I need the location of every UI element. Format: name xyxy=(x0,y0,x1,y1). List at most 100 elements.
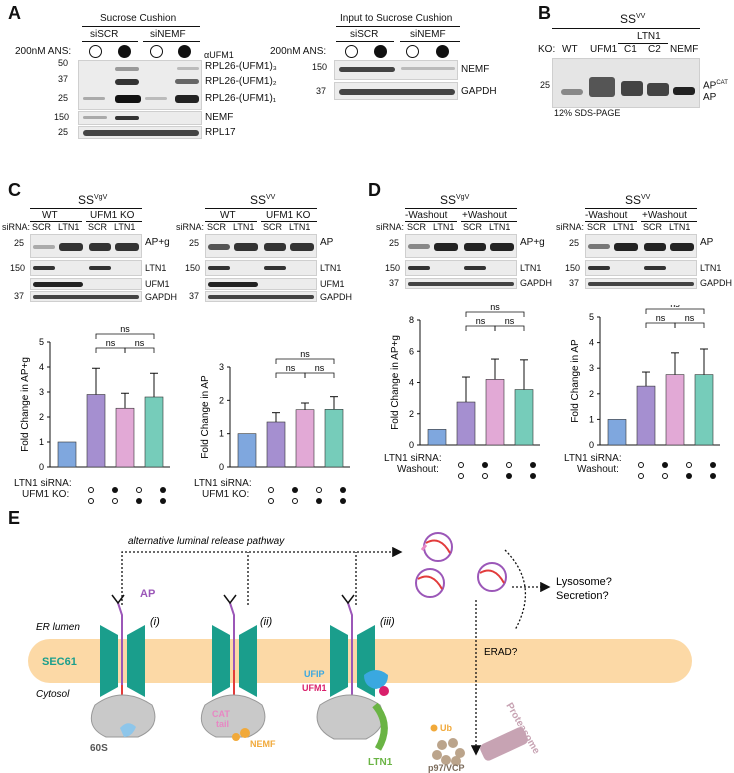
condition-label: LTN1 siRNA: xyxy=(194,478,252,489)
ans-plus xyxy=(436,45,449,58)
band-label: GAPDH xyxy=(145,292,178,302)
blot-ap xyxy=(585,234,697,258)
bar xyxy=(607,419,627,446)
band-label: GAPDH xyxy=(320,292,353,302)
group-label: WT xyxy=(42,210,58,221)
bar xyxy=(636,385,656,446)
significance-label: ns xyxy=(656,313,666,323)
blot-ap xyxy=(205,234,317,258)
panel-c-right-title: SSVV xyxy=(250,193,276,207)
lane-label: LTN1 xyxy=(233,222,255,232)
mw-label: 150 xyxy=(54,112,70,122)
bar xyxy=(694,374,714,446)
ltn1-label: LTN1 xyxy=(637,31,661,42)
y-tick-label: 0 xyxy=(219,462,224,472)
ans-plus xyxy=(118,45,131,58)
y-tick-label: 2 xyxy=(409,409,414,419)
band-label: AP+g xyxy=(145,237,170,248)
significance-label: ns xyxy=(670,305,680,309)
bar xyxy=(237,433,257,468)
ub-label: Ub xyxy=(440,723,452,733)
significance-bracket xyxy=(645,308,705,314)
fate-label: Lysosome? xyxy=(556,576,612,588)
blot-ufm1 xyxy=(30,278,142,290)
mw-label: 25 xyxy=(569,238,580,248)
mw-label: 150 xyxy=(312,62,328,72)
mw-label: 37 xyxy=(389,278,400,288)
panel-b-title: SSVV xyxy=(620,12,646,26)
significance-label: ns xyxy=(286,363,296,373)
panel-a-letter: A xyxy=(8,3,21,23)
significance-label: ns xyxy=(315,363,325,373)
condition-label: UFM1 KO: xyxy=(202,489,250,500)
erad-label: ERAD? xyxy=(484,647,518,658)
y-tick-label: 3 xyxy=(589,363,594,373)
band-label: AP xyxy=(700,237,714,248)
sirna-label: siRNA: xyxy=(376,222,405,232)
band-label: UFM1 xyxy=(145,279,170,289)
panel-c-letter: C xyxy=(8,180,21,200)
blot-gapdh xyxy=(205,291,317,302)
sec61-channel xyxy=(100,625,145,697)
sirna-label: siRNA: xyxy=(556,222,585,232)
significance-label: ns xyxy=(490,305,500,312)
mw-label: 37 xyxy=(58,74,69,84)
y-tick-label: 1 xyxy=(219,429,224,439)
stage-label: (ii) xyxy=(260,616,273,628)
blot-gapdh-input xyxy=(334,82,458,100)
blot-ltn1 xyxy=(405,260,517,276)
condition-dots xyxy=(458,455,536,473)
mw-label: 25 xyxy=(540,80,551,90)
y-tick-label: 4 xyxy=(589,338,594,348)
antibody-label: αUFM1 xyxy=(204,50,234,60)
panel-e-letter: E xyxy=(8,508,21,528)
lane-label: SCR xyxy=(643,222,663,232)
band-label: AP xyxy=(320,237,334,248)
sirna-label: siNEMF xyxy=(150,29,186,40)
mw-label: 25 xyxy=(389,238,400,248)
condition-label: UFM1 KO: xyxy=(22,489,70,500)
band-label: LTN1 xyxy=(145,263,167,273)
p97-label: p97/VCP xyxy=(428,763,465,773)
band-label: NEMF xyxy=(205,112,234,123)
blot-nemf-input xyxy=(334,60,458,80)
y-axis-label: Fold Change in AP+g xyxy=(20,357,31,452)
panel-d-left-title: SSVgV xyxy=(440,193,470,207)
y-tick-label: 0 xyxy=(589,440,594,450)
blot-rpl17 xyxy=(78,126,202,139)
mw-label: 37 xyxy=(189,291,200,301)
blot-nemf xyxy=(78,111,202,125)
lane-label: WT xyxy=(562,44,578,55)
mw-label: 37 xyxy=(316,86,327,96)
er-lumen-label: ER lumen xyxy=(36,622,80,633)
mw-label: 25 xyxy=(189,238,200,248)
panel-d-letter: D xyxy=(368,180,381,200)
condition-dots xyxy=(268,480,346,498)
lane-label: SCR xyxy=(88,222,108,232)
sirna-label: siSCR xyxy=(350,29,379,40)
sirna-label: siSCR xyxy=(90,29,119,40)
group-label: +Washout xyxy=(462,210,507,221)
lane-label: SCR xyxy=(587,222,607,232)
significance-bracket xyxy=(674,322,705,328)
bar xyxy=(665,374,685,446)
sirna-label: siRNA: xyxy=(176,222,205,232)
proteasome-icon xyxy=(480,727,528,761)
blot-gapdh xyxy=(30,291,142,302)
y-tick-label: 1 xyxy=(589,414,594,424)
condition-label: LTN1 siRNA: xyxy=(384,453,442,464)
band-label: LTN1 xyxy=(520,263,542,273)
p97-vcp-icon xyxy=(432,738,465,766)
ribosome-60s xyxy=(316,694,384,740)
ans-minus xyxy=(406,45,419,58)
stage-label: (i) xyxy=(150,616,160,628)
bar xyxy=(514,389,534,446)
blot-ltn1 xyxy=(30,260,142,276)
blot-ltn1 xyxy=(585,260,697,276)
bar xyxy=(485,379,505,446)
ribosome-60s xyxy=(90,694,156,738)
band-label: RPL26-(UFM1)₁ xyxy=(205,93,277,104)
